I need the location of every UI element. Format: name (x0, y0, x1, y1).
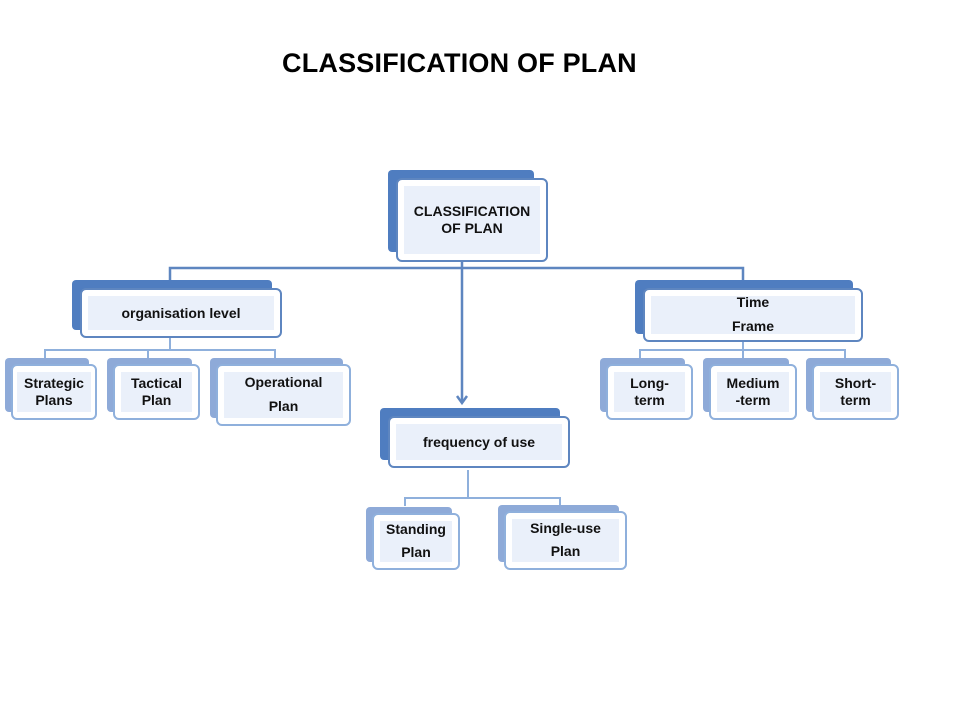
leaf-long-term: Long- term (600, 358, 693, 420)
leaf-label: Standing Plan (380, 521, 452, 562)
connector-org-children (44, 338, 276, 358)
leaf-label: Strategic Plans (17, 372, 91, 412)
category-label: organisation level (88, 296, 274, 330)
leaf-medium-term: Medium -term (703, 358, 797, 420)
leaf-label: Long- term (614, 372, 685, 412)
category-time-frame: Time Frame (635, 280, 863, 342)
category-organisation-level: organisation level (72, 280, 282, 338)
leaf-label: Medium -term (717, 372, 789, 412)
category-label: frequency of use (396, 424, 562, 460)
root-label: CLASSIFICATION OF PLAN (404, 186, 540, 254)
root-node: CLASSIFICATION OF PLAN (388, 170, 548, 262)
leaf-single-use-plan: Single-use Plan (498, 505, 627, 570)
leaf-short-term: Short- term (806, 358, 899, 420)
connector-frequency-arrow (455, 395, 469, 406)
leaf-label: Operational Plan (224, 372, 343, 418)
leaf-standing-plan: Standing Plan (366, 507, 460, 570)
connector-root-horizontal (168, 266, 745, 280)
leaf-strategic-plans: Strategic Plans (5, 358, 97, 420)
category-label: Time Frame (651, 295, 855, 334)
leaf-label: Tactical Plan (121, 372, 192, 412)
page-title: CLASSIFICATION OF PLAN (282, 48, 637, 78)
leaf-operational-plan: Operational Plan (210, 358, 351, 426)
leaf-label: Short- term (820, 372, 891, 412)
category-frequency-of-use: frequency of use (380, 408, 570, 468)
leaf-label: Single-use Plan (512, 519, 619, 562)
connector-frequency-children (404, 470, 561, 506)
connector-time-children (639, 342, 846, 358)
leaf-tactical-plan: Tactical Plan (107, 358, 200, 420)
